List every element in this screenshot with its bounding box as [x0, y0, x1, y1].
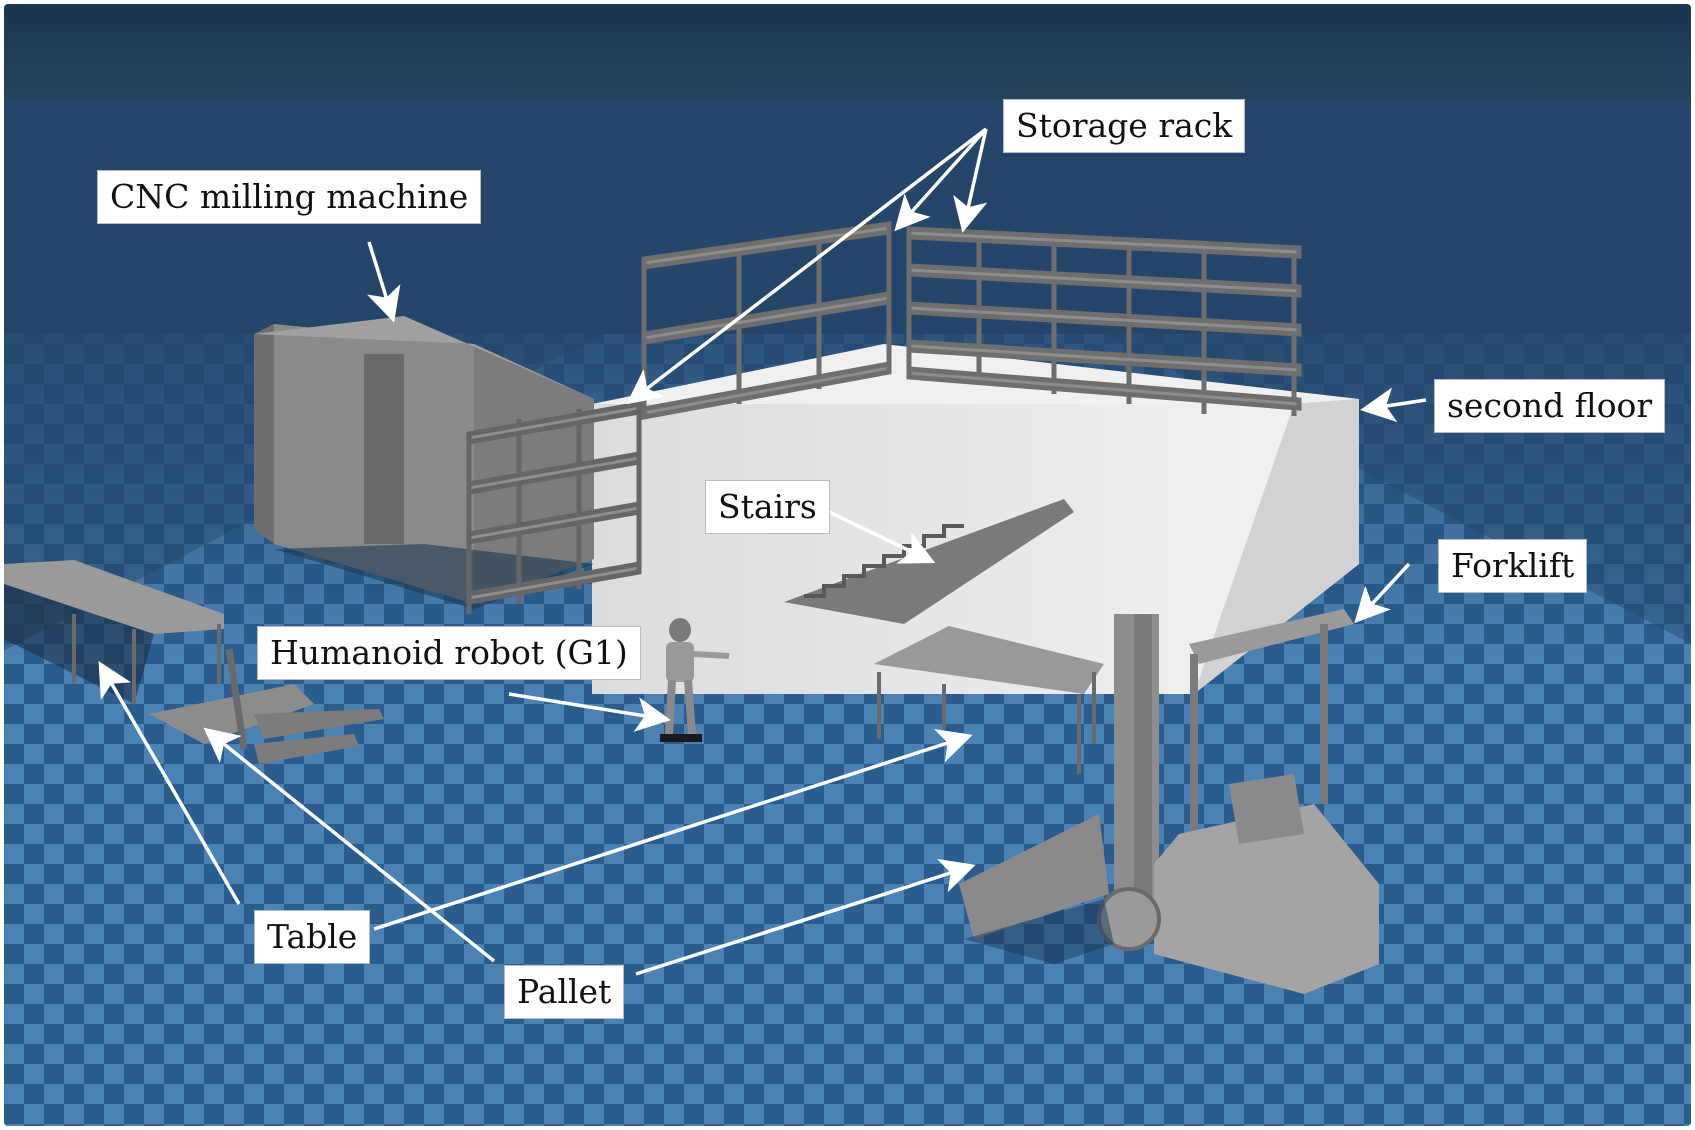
arrow-table-center: [373, 728, 973, 931]
forklift-shape: [959, 609, 1379, 994]
sky-background: [4, 4, 1691, 99]
arrow-storage-rack-a: [894, 127, 988, 232]
label-stairs: Stairs: [705, 480, 830, 534]
small-shelf-shape: [466, 401, 642, 614]
storage-rack-shape-2: [906, 226, 1302, 416]
arrow-stairs: [826, 509, 936, 564]
label-storage-rack: Storage rack: [1003, 99, 1246, 153]
arrow-storage-rack-b: [953, 128, 988, 233]
label-forklift: Forklift: [1438, 539, 1588, 593]
arrow-second-floor: [1360, 387, 1427, 423]
arrow-humanoid: [508, 692, 671, 732]
label-second-floor: second floor: [1434, 379, 1666, 433]
humanoid-robot-shape: [660, 618, 730, 742]
arrow-cnc: [366, 241, 401, 323]
arrow-table-left: [98, 660, 241, 905]
arrow-pallet-left: [203, 727, 496, 963]
label-table: Table: [254, 910, 371, 964]
warehouse-scene: Storage rack CNC milling machine second …: [4, 4, 1691, 1126]
label-cnc-milling-machine: CNC milling machine: [97, 170, 482, 224]
label-humanoid-robot: Humanoid robot (G1): [257, 626, 641, 680]
arrow-storage-rack-c: [626, 127, 988, 405]
annotation-arrows: [98, 127, 1427, 976]
scene-illustration: [4, 4, 1691, 1126]
center-table-shape: [874, 626, 1104, 774]
arrow-pallet-right: [635, 858, 976, 976]
storage-rack-shape-1: [641, 221, 892, 421]
pallet-jack-shape: [149, 648, 384, 764]
arrow-forklift: [1354, 562, 1411, 624]
label-pallet: Pallet: [504, 965, 625, 1019]
